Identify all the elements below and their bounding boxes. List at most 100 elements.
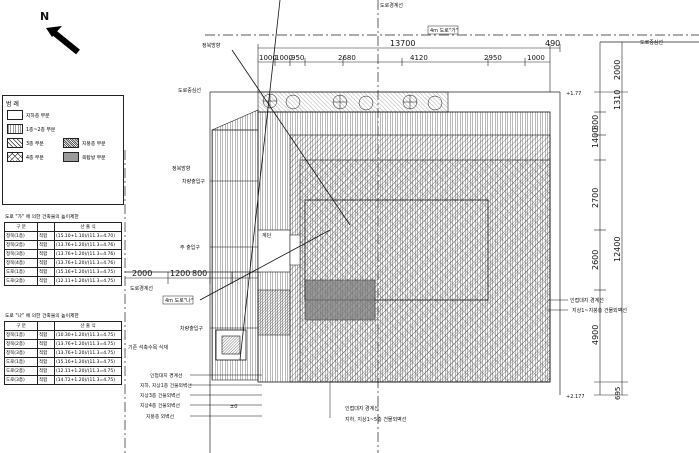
table-cell: 적합 bbox=[37, 330, 55, 340]
road-left-label: 도로경계선 bbox=[130, 285, 153, 292]
dim-seg-1: 1000 bbox=[259, 54, 277, 62]
table-row: 정북(2층)적합(13.76+1.20)/(11.3=4.75) bbox=[4, 339, 122, 349]
table-cell: 적합 bbox=[37, 276, 55, 286]
top-dimension-chain bbox=[257, 44, 561, 92]
dim-right-1: 1310 bbox=[613, 90, 622, 110]
dim-right-2: 1400 bbox=[591, 128, 600, 148]
height-table-road-b: 구 분 산 출 식 정북(1층)적합(10.30+1.20)/(11.3=4.7… bbox=[4, 321, 122, 385]
table-row: 도로(1층)적합(15.16+1.20)/(11.3=4.75) bbox=[4, 267, 122, 277]
callout-wall-4f: 지상4층 건물외벽선 bbox=[140, 402, 180, 409]
table-row: 도로(3층)적합(14.72+1.20)/(11.3=4.75) bbox=[4, 375, 122, 385]
level-mark-1: +1.77 bbox=[566, 91, 581, 97]
callout-wall-3f: 지상3층 건물외벽선 bbox=[140, 392, 180, 399]
table-cell: (13.76+1.20)/(11.3=4.76) bbox=[54, 240, 122, 250]
table-cell: (15.10+1.10)/(11.3=4.70) bbox=[54, 231, 122, 241]
callout-adjacent-1: 인접대지 경계선 bbox=[150, 372, 182, 379]
table-cell: (13.76+1.20)/(11.3=4.75) bbox=[54, 339, 122, 349]
legend-swatch bbox=[63, 138, 79, 148]
legend-item: 4층 부분 bbox=[7, 152, 44, 162]
road-top-box bbox=[427, 25, 459, 35]
dim-seg-2: 1000 bbox=[275, 54, 293, 62]
dim-right-5: 2600 bbox=[591, 250, 600, 270]
table-cell: (13.76+1.20)/(11.3=4.75) bbox=[54, 348, 122, 358]
table-cell: 적합 bbox=[37, 357, 55, 367]
table-row: 정북(1층)적합(10.30+1.20)/(11.3=4.75) bbox=[4, 330, 122, 340]
height-limit-lines bbox=[199, 0, 351, 361]
callout-wall-roof: 지붕층 외벽선 bbox=[146, 413, 174, 420]
dim-right-7: 4900 bbox=[591, 325, 600, 345]
table-cell: 적합 bbox=[37, 231, 55, 241]
table1-header-3: 산 출 식 bbox=[54, 222, 122, 232]
callout-north-2: 정북방향 bbox=[172, 165, 191, 172]
road-left-box-label: 4m 도로"나" bbox=[165, 297, 193, 304]
table-cell: 정북(4층) bbox=[4, 258, 38, 268]
road-right-label: 도로중심선 bbox=[640, 39, 663, 46]
legend-item-label: 1층~2층 부분 bbox=[26, 127, 56, 133]
table-cell: 도로(1층) bbox=[4, 357, 38, 367]
legend-item: 1층~2층 부분 bbox=[7, 124, 55, 134]
legend-item: 지하층 부분 bbox=[7, 110, 50, 120]
table-row: 정북(3층)적합(13.76+1.20)/(11.3=4.76) bbox=[4, 249, 122, 259]
table-cell: 도로(3층) bbox=[4, 375, 38, 385]
road-top-box-label: 4m 도로"가" bbox=[430, 27, 458, 34]
table-row: 정북(1층)적합(15.10+1.10)/(11.3=4.70) bbox=[4, 231, 122, 241]
callout-bottom-1: 인접대지 경계선 bbox=[345, 405, 379, 412]
table-cell: 정북(3층) bbox=[4, 348, 38, 358]
table-cell: 정북(1층) bbox=[4, 330, 38, 340]
legend-title: 범 례 bbox=[6, 101, 19, 108]
dim-seg-3: 950 bbox=[291, 54, 304, 62]
level-mark-2: +2.177 bbox=[566, 394, 585, 400]
legend-item: 지붕층 부분 bbox=[63, 138, 106, 148]
legend-item-label: 지하층 부분 bbox=[26, 113, 50, 119]
legend-item-label: 3층 부분 bbox=[26, 141, 44, 147]
legend-swatch bbox=[7, 138, 23, 148]
callout-car-entrance-1: 차량출입구 bbox=[182, 178, 205, 185]
right-dimension-chain bbox=[594, 42, 628, 396]
legend-swatch bbox=[7, 110, 23, 120]
table-cell: (10.30+1.20)/(11.3=4.75) bbox=[54, 330, 122, 340]
table-cell: 도로(2층) bbox=[4, 276, 38, 286]
table2-header-3: 산 출 식 bbox=[54, 321, 122, 331]
callout-bottom-2: 지하, 지상1~5층 건물외벽선 bbox=[345, 416, 407, 423]
dim-seg-7: 1000 bbox=[527, 54, 545, 62]
table-row: 도로(2층)적합(12.11+1.20)/(11.3=4.75) bbox=[4, 366, 122, 376]
table-cell: 정북(2층) bbox=[4, 240, 38, 250]
table-row: 도로(1층)적합(15.16+1.20)/(11.3=4.75) bbox=[4, 357, 122, 367]
table-row: 정북(3층)적합(13.76+1.20)/(11.3=4.75) bbox=[4, 348, 122, 358]
road-left-box bbox=[162, 295, 194, 305]
dim-left-c: 800 bbox=[192, 269, 207, 278]
road-top-label: 도로경계선 bbox=[380, 2, 403, 9]
table2-header-1: 구 분 bbox=[4, 321, 38, 331]
table-cell: 정북(3층) bbox=[4, 249, 38, 259]
legend-item: 3층 부분 bbox=[7, 138, 44, 148]
legend-swatch bbox=[7, 124, 23, 134]
table1-header-1: 구 분 bbox=[4, 222, 38, 232]
legend-swatch bbox=[63, 152, 79, 162]
dim-right-4: 2700 bbox=[591, 188, 600, 208]
table-cell: 적합 bbox=[37, 366, 55, 376]
table-cell: 도로(2층) bbox=[4, 366, 38, 376]
table-cell: 정북(1층) bbox=[4, 231, 38, 241]
callout-right-2: 지상1~지붕층 건물외벽선 bbox=[572, 307, 627, 314]
table-cell: (15.16+1.20)/(11.3=4.75) bbox=[54, 357, 122, 367]
dim-seg-6: 2950 bbox=[484, 54, 502, 62]
dim-right-top: 2000 bbox=[613, 60, 622, 80]
table-cell: (12.11+1.20)/(11.3=4.75) bbox=[54, 276, 122, 286]
table2-caption: 도로 "나" 에 의한 건축물의 높이제한 bbox=[5, 314, 79, 319]
table-cell: 적합 bbox=[37, 258, 55, 268]
table-cell: 적합 bbox=[37, 375, 55, 385]
callout-leaders bbox=[190, 180, 262, 417]
table-cell: (12.11+1.20)/(11.3=4.75) bbox=[54, 366, 122, 376]
road-left-top-label: 도로중심선 bbox=[178, 87, 201, 94]
table-row: 정북(4층)적합(13.76+1.20)/(11.3=4.76) bbox=[4, 258, 122, 268]
callout-car-entrance-2: 차량출입구 bbox=[180, 325, 203, 332]
dim-overall: 13700 bbox=[390, 39, 415, 48]
north-arrow-icon: N bbox=[40, 10, 80, 55]
callout-right-1: 인접대지 경계선 bbox=[570, 297, 604, 304]
table-row: 정북(2층)적합(13.76+1.20)/(11.3=4.76) bbox=[4, 240, 122, 250]
callout-main-entrance: 주 출입구 bbox=[180, 244, 200, 251]
table-cell: 적합 bbox=[37, 267, 55, 277]
site-plan-building bbox=[211, 91, 551, 383]
dim-right-3: 800 bbox=[591, 115, 600, 130]
